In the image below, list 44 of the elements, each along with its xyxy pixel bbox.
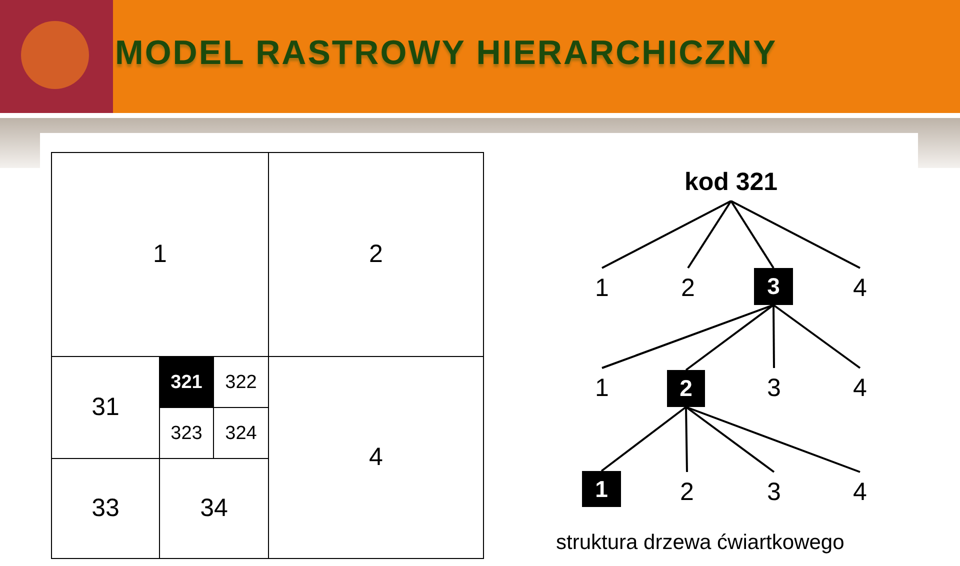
tree-node-label: 4	[853, 480, 867, 504]
tree-node-label: 3	[767, 480, 781, 504]
cell-label: 324	[225, 424, 257, 442]
connector-line	[772, 305, 775, 368]
grid-cell	[159, 356, 214, 408]
grid-cell	[51, 458, 160, 559]
tree-node-highlighted	[754, 268, 793, 305]
tree-node-label: 4	[853, 376, 867, 400]
tree-node-highlighted	[582, 471, 621, 507]
connector-line	[685, 406, 688, 472]
connector-line	[730, 200, 860, 269]
cell-label: 34	[200, 496, 228, 521]
figure-caption: struktura drzewa ćwiartkowego	[556, 532, 844, 553]
connector-line	[600, 406, 687, 472]
slide-title: MODEL RASTROWY HIERARCHICZNY	[115, 36, 778, 70]
tree-node-label: 4	[853, 276, 867, 300]
tree-root-label: kod 321	[684, 170, 778, 194]
cell-label: 33	[92, 496, 120, 521]
cell-label: 1	[153, 242, 167, 267]
cell-label: 2	[369, 242, 383, 267]
connector-line	[730, 200, 774, 269]
connector-line	[685, 304, 774, 371]
cell-label: 321	[170, 372, 202, 392]
tree-node-label: 1	[595, 376, 609, 400]
connector-line	[602, 200, 732, 269]
grid-cell	[268, 356, 484, 559]
connector-line	[685, 406, 775, 473]
tree-node-label: 2	[681, 276, 695, 300]
tree-node-highlighted-label: 1	[595, 478, 608, 500]
tree-node-highlighted-label: 3	[767, 275, 780, 298]
tree-node-highlighted	[667, 370, 705, 407]
connector-line	[686, 406, 860, 473]
grid-cell	[268, 152, 484, 357]
connector-line	[602, 304, 774, 369]
tree-node-label: 1	[595, 276, 609, 300]
cell-label: 4	[369, 445, 383, 470]
cell-label: 31	[92, 395, 120, 420]
tree-node-label: 2	[680, 480, 694, 504]
tree-node-highlighted-label: 2	[680, 377, 692, 400]
tree-node-label: 3	[767, 376, 781, 400]
cell-label: 322	[225, 372, 257, 392]
cell-label: 323	[170, 424, 202, 442]
connector-line	[687, 200, 732, 269]
connector-line	[772, 304, 861, 369]
